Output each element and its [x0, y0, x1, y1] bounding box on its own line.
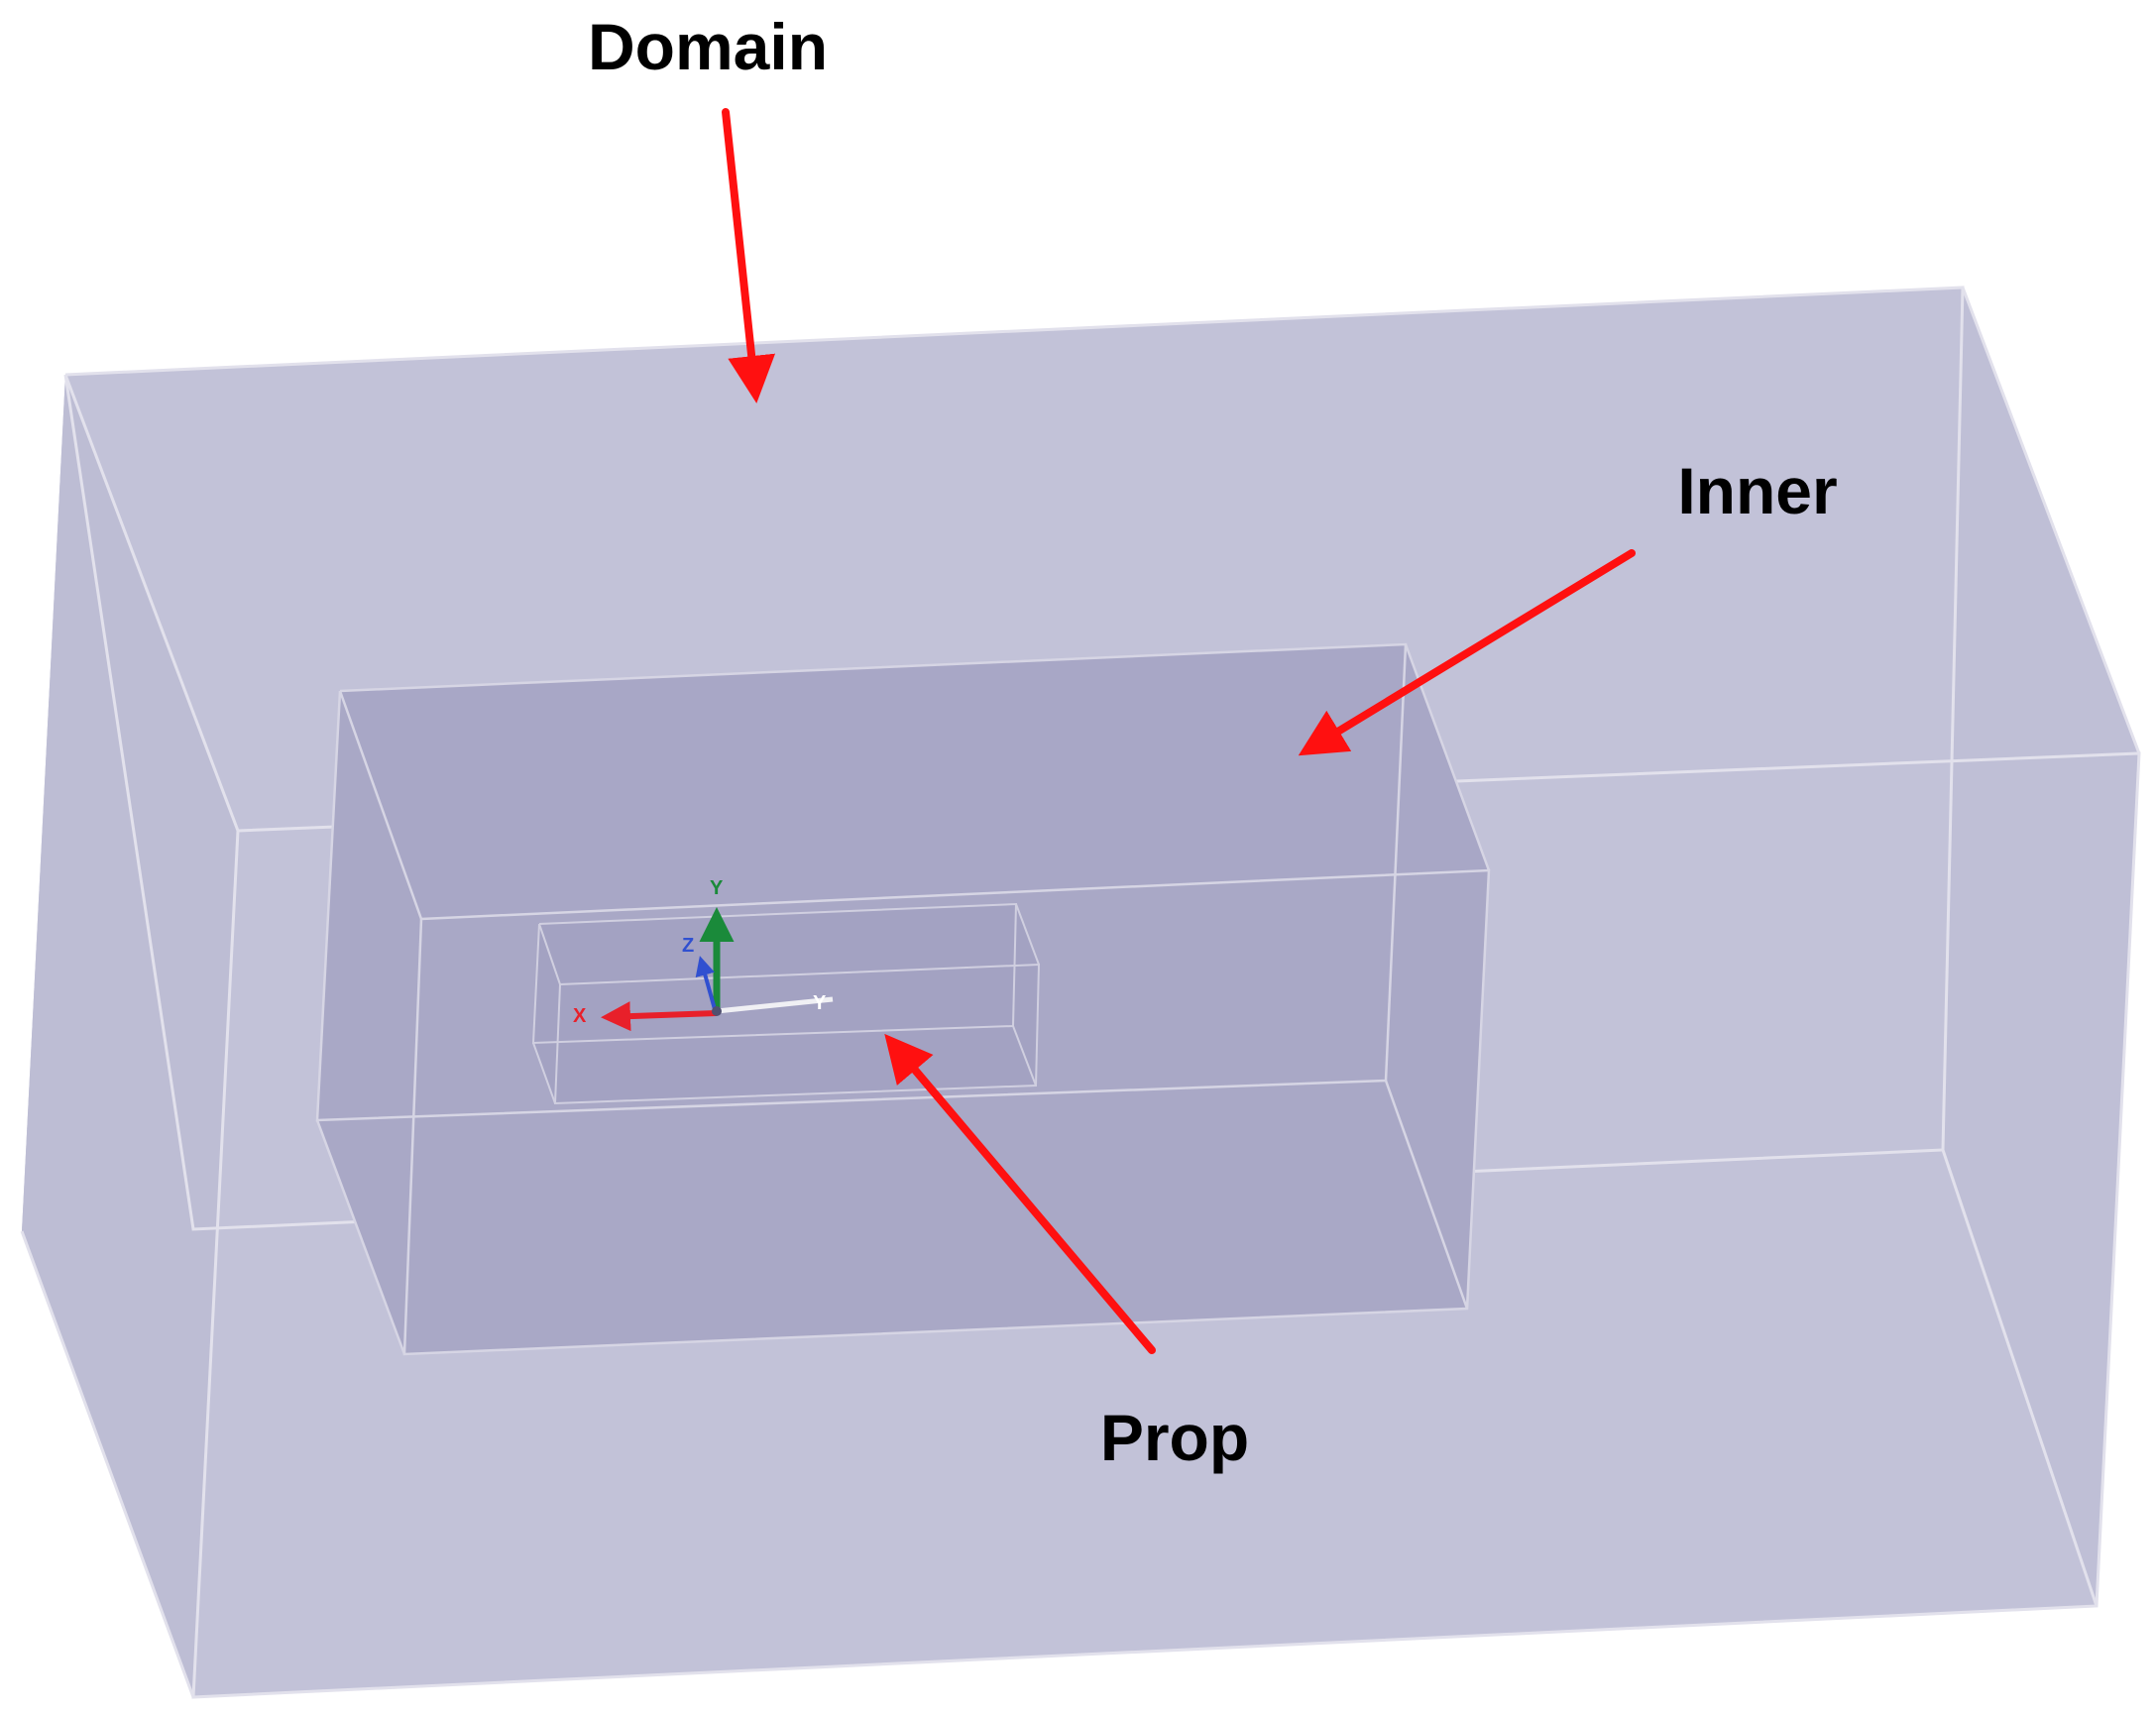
- inner-top-face: [340, 644, 1489, 919]
- axis-y-label: Y: [710, 877, 724, 899]
- domain-edge-br: [1941, 1149, 2099, 1607]
- triad-origin: [712, 1006, 722, 1016]
- prop-arrow: [884, 1033, 1156, 1354]
- domain-edge-tl: [63, 374, 240, 832]
- axis-z-label: Z: [682, 935, 694, 957]
- axis-x-arrow: [601, 1001, 718, 1032]
- domain-label: Domain: [588, 10, 828, 83]
- domain-edge-tr: [1961, 286, 2141, 754]
- domain-right-face: [1943, 287, 2139, 1606]
- axis-y-negative: [716, 996, 834, 1014]
- domain-left-face: [22, 375, 238, 1697]
- prop-edge-tr: [1015, 903, 1040, 966]
- axis-z-arrow: [695, 956, 717, 1010]
- coordinate-triad: X Y Z Y: [573, 877, 834, 1032]
- domain-arrow: [722, 108, 776, 403]
- prop-label: Prop: [1100, 1401, 1249, 1474]
- inner-label: Inner: [1677, 454, 1837, 527]
- inner-edge-tl: [338, 690, 423, 920]
- axis-x-label: X: [573, 1005, 587, 1027]
- domain-edge-bl: [20, 1230, 195, 1698]
- prop-edge-tl: [538, 923, 561, 985]
- inner-arrow: [1298, 549, 1636, 756]
- callout-arrows: [722, 108, 1636, 1354]
- prop-edge-br: [1012, 1025, 1037, 1087]
- inner-edge-br: [1384, 1080, 1469, 1310]
- axis-y-neg-label: Y: [813, 992, 827, 1014]
- inner-edge-bl: [315, 1119, 406, 1355]
- prop-edge-bl: [532, 1042, 556, 1104]
